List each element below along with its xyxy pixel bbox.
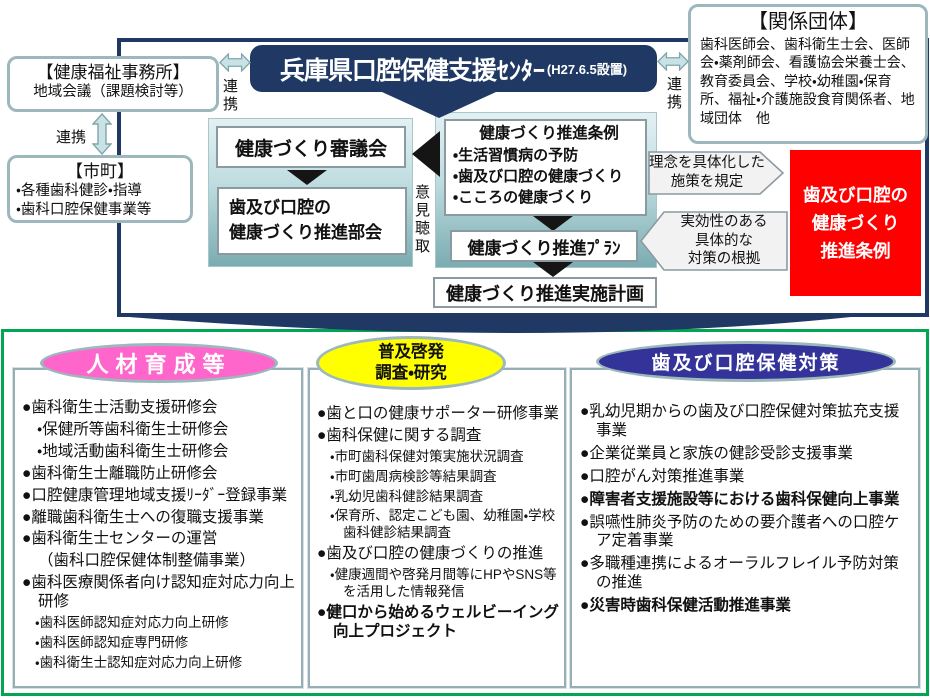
promotion-ordinance-box: 健康づくり推進条例 ・生活習慣病の予防・歯及び口腔の健康づくり・こころの健康づく… [444, 119, 647, 216]
wide-down-arc-icon [129, 317, 851, 333]
list-item: ・健康週間や啓発月間等にHPやSNS等を活用した情報発信 [330, 567, 557, 599]
left-callout-shape-icon [639, 211, 788, 271]
list-item: ●歯科衛生士離職防止研修会 [22, 464, 218, 482]
list-item: ・歯科口腔保健事業等 [16, 202, 152, 219]
city-town-title: 【市町】 [66, 162, 134, 181]
header-line: 歯及び口腔保健対策 [651, 353, 841, 374]
header-oral-health-measures: 歯及び口腔保健対策 [596, 341, 896, 382]
double-arrow-horizontal-icon [219, 53, 251, 72]
list-item: ・市町歯科保健対策実施状況調査 [330, 448, 524, 464]
list-item: ・乳幼児歯科健診結果調査 [330, 488, 484, 504]
header-human-resources: 人材育成等 [40, 343, 278, 383]
red-box-line: 健康づくり [811, 213, 900, 233]
list-item: ・歯科医師認知症対応力向上研修 [35, 615, 229, 631]
list-item: ●健口から始めるウェルビーイング向上プロジェクト [317, 603, 559, 640]
health-council-box: 健康づくり審議会 [216, 126, 406, 168]
callout-line: 実効性のある [680, 214, 768, 231]
callout-concrete-policies: 理念を具体化した 施策を規定 [648, 151, 785, 195]
health-welfare-office-box: 【健康福祉事務所】 地域会議（課題検討等） [7, 56, 219, 112]
list-item: ●災害時歯科保健活動推進事業 [580, 597, 791, 615]
callout-effective-basis: 実効性のある 具体的な 対策の根拠 [639, 211, 788, 271]
list-item: ●企業従業員と家族の健診受診支援事業 [580, 444, 853, 462]
office-subtitle: 地域会議（課題検討等） [33, 84, 193, 101]
oral-health-subcommittee-box: 歯及び口腔の 健康づくり推進部会 [217, 187, 407, 255]
list-item: ●多職種連携によるオーラルフレイル予防対策の推進 [580, 555, 899, 592]
title-down-chevron-icon [382, 92, 496, 118]
list-item: ●口腔健康管理地域支援ﾘｰﾀﾞｰ登録事業 [22, 486, 288, 504]
list-item: ・地域活動歯科衛生士研修会 [37, 442, 229, 460]
related-organizations-box: 【関係団体】 歯科医師会、歯科衛生士会、医師会・薬剤師会、看護協会栄養士会、教育… [688, 4, 928, 144]
center-title-katakana: ｾﾝﾀｰ [496, 58, 545, 85]
promotion-plan-box: 健康づくり推進ﾌﾟﾗﾝ [450, 230, 638, 262]
list-item: ・生活習慣病の予防 [453, 146, 579, 164]
left-triangle-icon [412, 131, 440, 177]
link-label-right: 連携 [665, 76, 682, 112]
red-box-line: 歯及び口腔の [803, 185, 908, 205]
down-triangle-icon [533, 262, 573, 277]
implementation-plan-box: 健康づくり推進実施計画 [433, 277, 657, 308]
opinion-hearing-label: 意見聴取 [413, 184, 430, 256]
city-town-box: 【市町】 ・各種歯科健診・指導・歯科口腔保健事業等 [7, 155, 193, 223]
column-human-resources: ●歯科衛生士活動支援研修会・保健所等歯科衛生士研修会・地域活動歯科衛生士研修会 ●… [13, 368, 303, 688]
list-item: ・こころの健康づくり [453, 188, 594, 206]
header-line: 普及啓発 [378, 342, 444, 361]
down-triangle-icon [287, 170, 327, 185]
list-item: ●歯科衛生士センターの運営 [22, 530, 218, 548]
promotion-ordinance-list: ・生活習慣病の予防・歯及び口腔の健康づくり・こころの健康づくり [453, 145, 645, 208]
list-item: ・歯科衛生士認知症対応力向上研修 [35, 654, 243, 670]
header-awareness-research: 普及啓発 調査・研究 [316, 336, 506, 390]
callout-line: 理念を具体化した [649, 155, 765, 172]
subcommittee-line1: 歯及び口腔の [229, 198, 331, 217]
oral-health-ordinance-red-box: 歯及び口腔の 健康づくり 推進条例 [790, 150, 921, 296]
list-item: ・各種歯科健診・指導 [16, 183, 142, 200]
right-callout-shape-icon [648, 151, 785, 195]
down-triangle-icon [533, 216, 573, 231]
center-title-banner: 兵庫県口腔保健支援ｾﾝﾀｰ(H27.6.5設置) [250, 45, 657, 92]
list-item: ●離職歯科衛生士への復職支援事業 [22, 508, 264, 526]
link-label-office-city: 連携 [56, 129, 87, 146]
list-item: ●歯科医療関係者向け認知症対応力向上研修 [22, 574, 295, 611]
list-item: （歯科口腔保健体制整備事業） [38, 552, 256, 570]
list-item: ●歯と口の健康サポーター研修事業 [317, 405, 559, 422]
double-arrow-vertical-icon [92, 113, 112, 155]
list-item: ●障害者支援施設等における歯科保健向上事業 [580, 490, 900, 508]
list-item: ●口腔がん対策推進事業 [580, 467, 745, 485]
callout-line: 対策の根拠 [687, 251, 761, 268]
double-arrow-horizontal-icon [657, 52, 689, 71]
city-town-list: ・各種歯科健診・指導・歯科口腔保健事業等 [16, 182, 184, 220]
list-item: ・歯科医師認知症専門研修 [35, 634, 189, 650]
list-item: ●誤嚥性肺炎予防のための要介護者への口腔ケア定着事業 [580, 513, 900, 550]
list-item: ・歯及び口腔の健康づくり [453, 167, 624, 185]
column-awareness-research: ●歯と口の健康サポーター研修事業 ●歯科保健に関する調査・市町歯科保健対策実施状況… [308, 368, 566, 688]
center-title-note: (H27.6.5設置) [546, 62, 628, 77]
list-item: ●歯科保健に関する調査 [317, 426, 482, 444]
related-organizations-title: 【関係団体】 [748, 11, 868, 33]
list-item: ●歯科衛生士活動支援研修会 [22, 399, 218, 416]
office-title: 【健康福祉事務所】 [36, 63, 190, 82]
list-item: ●乳幼児期からの歯及び口腔保健対策拡充支援事業 [580, 403, 900, 439]
header-line: 人材育成等 [86, 352, 232, 377]
column-oral-health-measures: ●乳幼児期からの歯及び口腔保健対策拡充支援事業 ●企業従業員と家族の健診受診支援事… [570, 368, 920, 688]
list-item: ・市町歯周病検診等結果調査 [330, 468, 497, 484]
list-item: ・保育所、認定こども園、幼稚園・学校歯科健診結果調査 [330, 508, 556, 541]
callout-line: 施策を規定 [670, 174, 744, 190]
header-line: 調査・研究 [375, 364, 447, 382]
callout-line: 具体的な [695, 232, 753, 249]
subcommittee-line2: 健康づくり推進部会 [229, 222, 382, 242]
list-item: ・保健所等歯科衛生士研修会 [37, 420, 229, 438]
list-item: ●歯及び口腔の健康づくりの推進 [317, 545, 544, 563]
center-title-text: 兵庫県口腔保健支援 [279, 56, 497, 85]
promotion-ordinance-title: 健康づくり推進条例 [479, 125, 619, 142]
related-organizations-body: 歯科医師会、歯科衛生士会、医師会・薬剤師会、看護協会栄養士会、教育委員会、学校・… [700, 36, 915, 126]
link-label-left: 連携 [221, 78, 238, 114]
red-box-line: 推進条例 [820, 241, 891, 261]
